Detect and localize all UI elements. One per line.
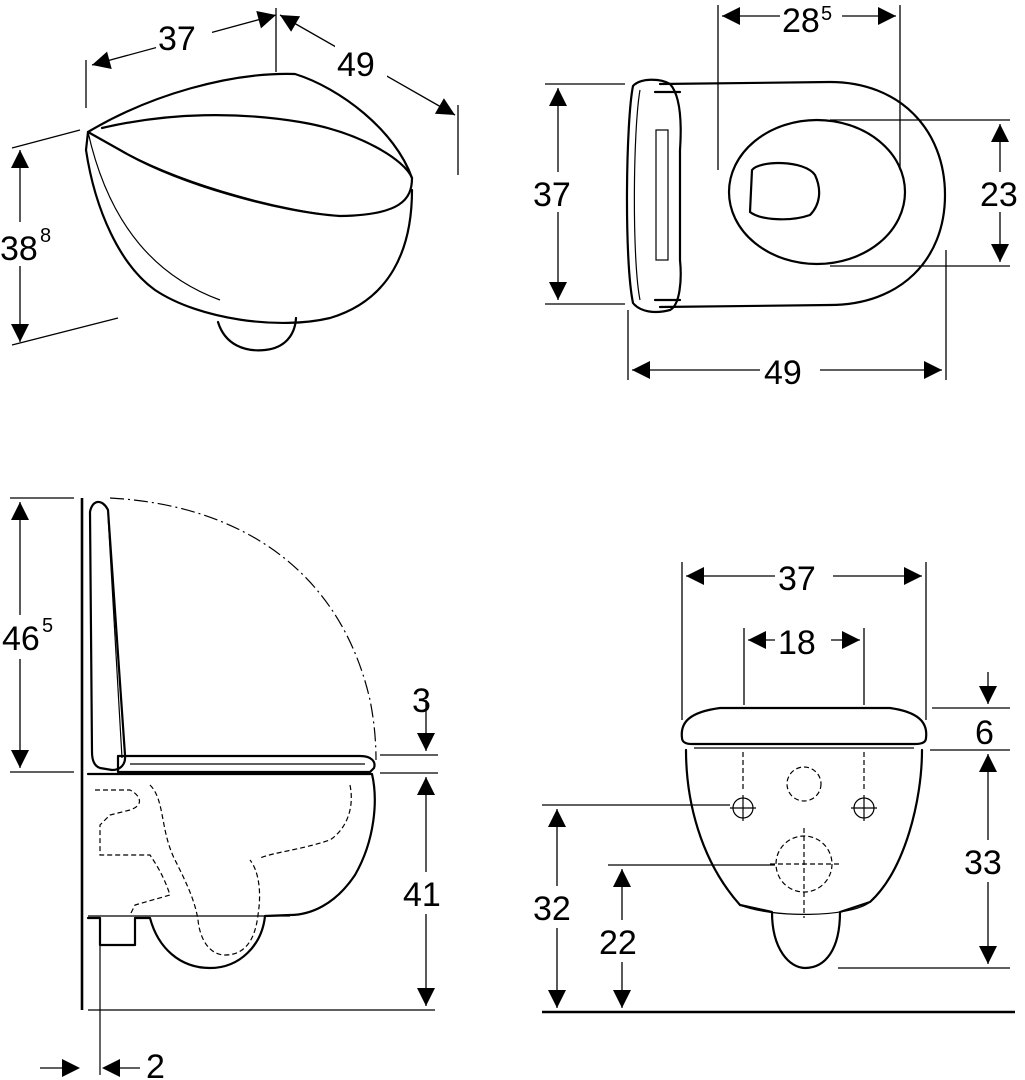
dim-perspective-width: 37 <box>158 20 196 58</box>
dim-front-fixing-height: 32 <box>533 890 571 928</box>
dim-side-lid-height-sup: 5 <box>42 615 53 637</box>
dim-front-bowl-height: 33 <box>964 844 1002 882</box>
dim-front-seat-thickness: 6 <box>975 714 994 752</box>
dim-front-width: 37 <box>778 560 816 598</box>
dim-side-lid-height: 46 <box>2 620 40 658</box>
dim-side-seat-thickness: 3 <box>412 682 431 720</box>
dim-top-width: 37 <box>533 176 571 214</box>
dim-top-opening-width: 28 <box>782 2 820 40</box>
side-view: 46 5 3 41 2 <box>0 497 450 1080</box>
dim-side-wall-gap: 2 <box>146 1048 165 1080</box>
dim-front-fixing-spacing: 18 <box>778 624 816 662</box>
dim-top-opening-width-sup: 5 <box>821 3 832 25</box>
dim-perspective-height: 38 <box>0 230 38 268</box>
dim-top-opening-length: 23 <box>980 176 1018 214</box>
dim-side-rim-height: 41 <box>403 876 441 914</box>
perspective-view: 37 49 38 8 <box>0 6 460 352</box>
dim-front-outlet-height: 22 <box>599 924 637 962</box>
front-view: 37 18 6 33 32 22 <box>530 556 1017 1014</box>
dim-top-length: 49 <box>764 354 802 392</box>
dim-perspective-depth: 49 <box>337 46 375 84</box>
top-view: 28 5 37 23 49 <box>530 0 1025 392</box>
dim-perspective-height-sup: 8 <box>40 225 51 247</box>
